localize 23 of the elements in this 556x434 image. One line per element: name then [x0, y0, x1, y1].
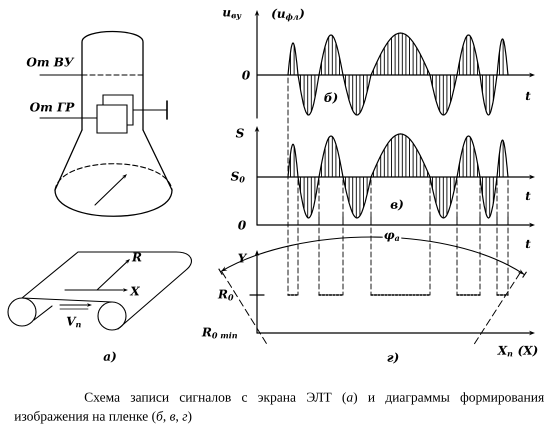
wire-label: От ВУ: [26, 57, 74, 67]
tick-label: R$_{0 min}$: [202, 328, 238, 338]
tick-label: 0: [242, 70, 250, 80]
panel-letter: г): [387, 352, 398, 364]
axis-label: (u$_{фл}$): [272, 8, 304, 22]
wire-label: От ГР: [30, 102, 74, 112]
axis-label: X: [130, 286, 140, 296]
tick-label: R$_{0}$: [218, 290, 234, 300]
angle-label: φ$_{а}$: [382, 231, 402, 243]
panel-letter: а): [104, 352, 116, 362]
axis-label: t: [526, 240, 531, 248]
axis-label: R: [132, 252, 142, 262]
tick-label: 0: [238, 220, 246, 230]
figure-caption: Схема записи сигналов с экрана ЭЛТ (а) и диаграммы формирования изображения на пленке (б, в, г): [14, 392, 544, 424]
axis-label: t: [526, 92, 531, 100]
axis-label: u$_{ву}$: [223, 10, 242, 20]
axis-label: t: [526, 192, 531, 200]
panel-letter: б): [324, 92, 338, 104]
tick-label: S$_{0}$: [230, 172, 245, 182]
panel-letter: в): [390, 200, 403, 210]
velocity-label: V$_{п}$: [66, 316, 81, 328]
axis-label: S: [236, 128, 244, 138]
axis-label: X$_{п}$ (X): [497, 346, 538, 356]
